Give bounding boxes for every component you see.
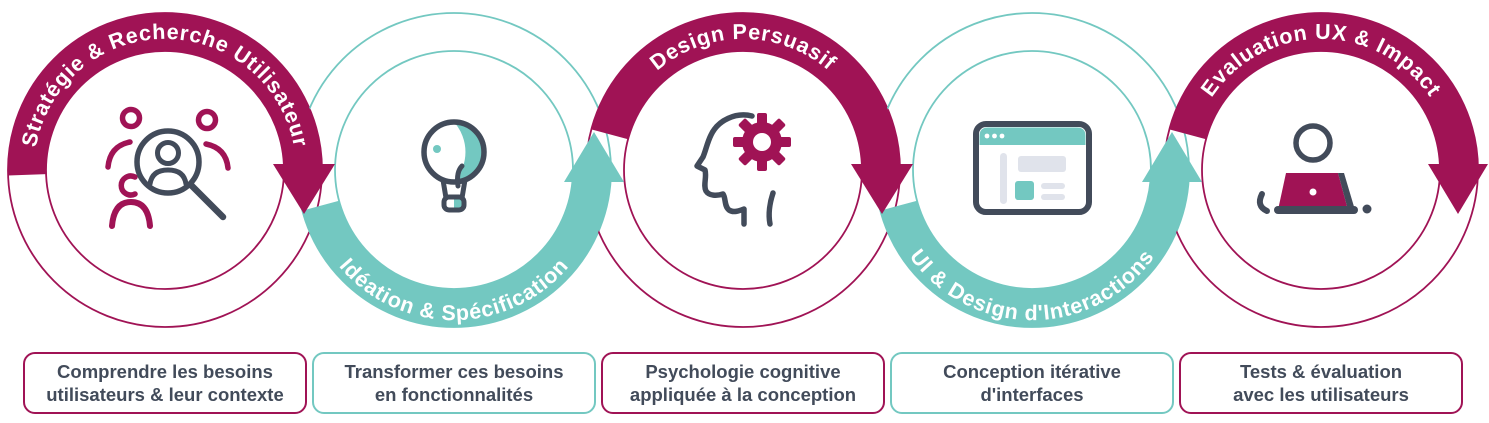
flow-arrow-2-icon (564, 132, 624, 182)
caption-box-4: Conception itérative d'interfaces (890, 352, 1174, 414)
flow-arrow-1-icon (273, 164, 335, 214)
stage-3-ring-inner (623, 50, 863, 290)
caption-5-line1: Tests & évaluation (1239, 361, 1403, 382)
head-gear-icon (694, 112, 791, 227)
stage-2-ring-inner (334, 50, 574, 290)
flow-arrow-5-icon (1428, 164, 1488, 214)
caption-box-5: Tests & évaluation avec les utilisateurs (1179, 352, 1463, 414)
laptop-base (1274, 206, 1358, 214)
caption-2-line1: Transformer ces besoins (344, 361, 564, 382)
stage-3-band (591, 13, 913, 214)
browser-dot-icon (984, 133, 990, 139)
caption-1-line2: utilisateurs & leur contexte (46, 384, 284, 405)
caption-1-line1: Comprendre les besoins (57, 361, 273, 382)
stage-4-arc (880, 177, 1189, 328)
stage-5-arc (1169, 13, 1478, 176)
stage-5-band (1169, 13, 1488, 214)
caption-3-line2: appliquée à la conception (629, 384, 857, 405)
caption-box-3: Psychologie cognitive appliquée à la con… (601, 352, 885, 414)
caption-box-1: Comprendre les besoins utilisateurs & le… (23, 352, 307, 414)
caption-3-line1: Psychologie cognitive (645, 361, 841, 382)
lightbulb-icon (421, 119, 487, 213)
gear-icon (733, 113, 791, 171)
stage-1-band (8, 12, 335, 214)
stage-3-arc (591, 13, 900, 176)
stage-1-arc (8, 12, 322, 176)
caption-4-line2: d'interfaces (980, 384, 1084, 405)
mouse-dot (1362, 204, 1372, 214)
browser-header-bar (979, 127, 1086, 145)
stage-4-band (880, 132, 1202, 328)
caption-5-line2: avec les utilisateurs (1233, 384, 1409, 405)
caption-4-line1: Conception itérative (943, 361, 1121, 382)
user-research-icon (105, 106, 231, 229)
user-at-laptop-icon (1256, 123, 1372, 214)
stage-2-arc (302, 177, 611, 328)
flow-arrow-3-icon (851, 164, 913, 214)
stage-2-band (302, 132, 624, 328)
head-profile (694, 112, 755, 227)
magnifier-handle (187, 181, 227, 221)
browser-dot-icon (992, 133, 997, 139)
browser-window-icon (973, 121, 1092, 215)
caption-2-line2: en fonctionnalités (374, 384, 534, 405)
browser-dot-icon (999, 133, 1005, 139)
flow-arrow-4-icon (1142, 132, 1202, 182)
caption-box-2: Transformer ces besoins en fonctionnalit… (312, 352, 596, 414)
stage-5-ring-inner (1201, 50, 1441, 290)
